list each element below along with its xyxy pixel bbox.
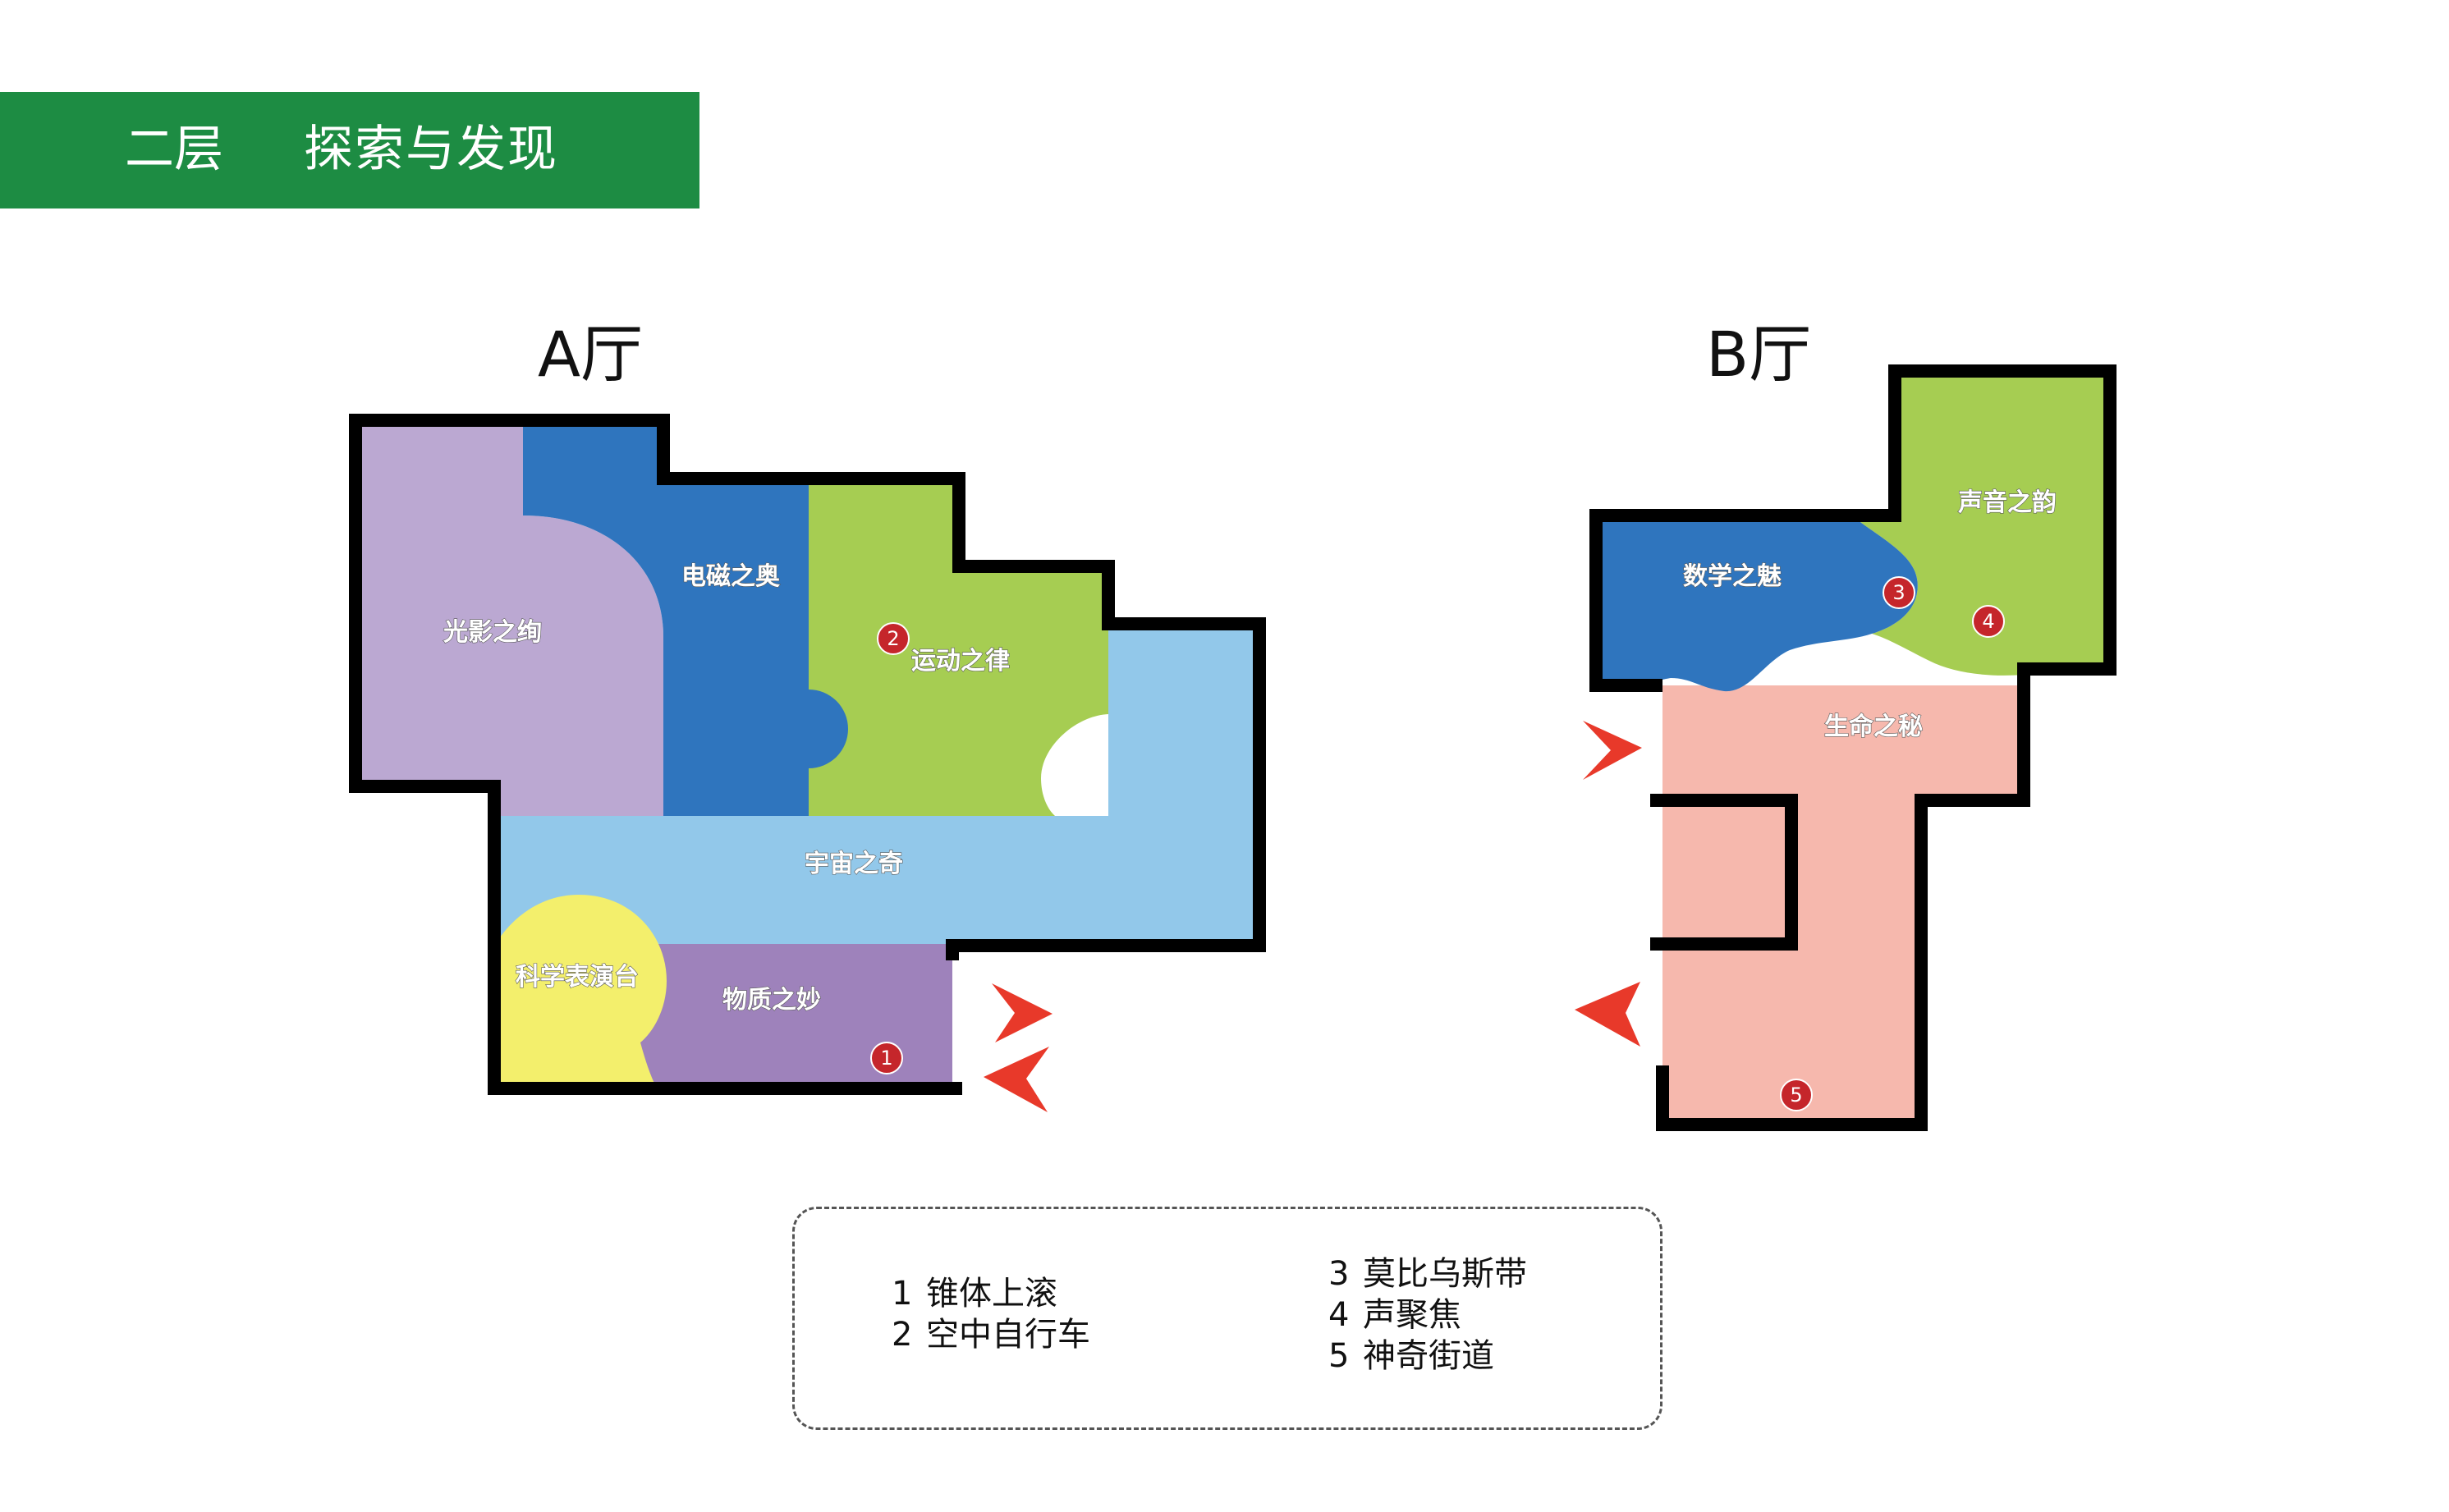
legend-item-4: 4 声聚焦 xyxy=(1328,1294,1527,1336)
legend-item-number: 1 xyxy=(892,1275,913,1313)
hall-b xyxy=(1589,364,2117,1131)
zone-math[interactable] xyxy=(1596,517,1918,692)
label-light-shadow: 光影之绚 xyxy=(443,618,542,647)
legend-box: 1 锥体上滚 2 空中自行车 3 莫比乌斯带 4 声聚焦 5 神奇街道 xyxy=(792,1207,1662,1430)
legend-item-5: 5 神奇街道 xyxy=(1328,1336,1527,1377)
marker-icon xyxy=(1883,576,1915,609)
hall-a-title: A厅 xyxy=(538,318,643,391)
legend-column-left: 1 锥体上滚 2 空中自行车 xyxy=(892,1273,1090,1355)
marker-4[interactable]: 4 xyxy=(1972,605,2005,638)
hall-a xyxy=(349,414,1266,1095)
zone-life[interactable] xyxy=(1662,685,2024,1118)
marker-icon xyxy=(1972,605,2005,638)
label-science-stage: 科学表演台 xyxy=(516,963,639,992)
marker-icon xyxy=(870,1042,903,1074)
legend-item-3: 3 莫比乌斯带 xyxy=(1328,1253,1527,1294)
hall-b-wall xyxy=(1589,364,2117,1131)
floor-label: 二层 xyxy=(125,121,223,178)
entrance-arrow-icon xyxy=(1575,982,1640,1047)
entrance-arrow-icon xyxy=(1583,721,1642,780)
legend-item-text: 空中自行车 xyxy=(926,1316,1090,1354)
zone-sound[interactable] xyxy=(1854,376,2110,676)
label-motion: 运动之律 xyxy=(911,647,1010,676)
marker-1-number: 1 xyxy=(880,1047,892,1070)
floor-theme: 探索与发现 xyxy=(304,121,558,178)
marker-icon xyxy=(1780,1079,1813,1111)
legend-item-number: 4 xyxy=(1328,1296,1350,1334)
legend-item-text: 锥体上滚 xyxy=(926,1275,1057,1313)
label-matter: 物质之妙 xyxy=(722,986,821,1015)
marker-3[interactable]: 3 xyxy=(1883,576,1915,609)
marker-5[interactable]: 5 xyxy=(1780,1079,1813,1111)
marker-1[interactable]: 1 xyxy=(870,1042,903,1074)
label-life: 生命之秘 xyxy=(1824,712,1923,741)
zone-science-stage[interactable] xyxy=(494,895,667,1088)
label-electromagnetism: 电磁之奥 xyxy=(681,562,780,591)
legend-item-number: 2 xyxy=(892,1316,913,1354)
marker-2[interactable]: 2 xyxy=(877,622,910,655)
legend-item-1: 1 锥体上滚 xyxy=(892,1273,1090,1314)
legend-item-text: 声聚焦 xyxy=(1363,1296,1461,1334)
label-math: 数学之魅 xyxy=(1683,562,1782,591)
legend-item-2: 2 空中自行车 xyxy=(892,1314,1090,1355)
section-banner: 二层 探索与发现 xyxy=(0,92,699,208)
hall-a-wall xyxy=(349,414,1266,1095)
hall-b-inner-wall xyxy=(1650,794,1798,951)
marker-icon xyxy=(877,622,910,655)
label-cosmos: 宇宙之奇 xyxy=(805,850,903,878)
zone-light-shadow[interactable] xyxy=(355,420,663,816)
legend-column-right: 3 莫比乌斯带 4 声聚焦 5 神奇街道 xyxy=(1328,1253,1527,1377)
entrance-arrow-icon xyxy=(992,983,1053,1042)
legend-item-number: 5 xyxy=(1328,1337,1350,1375)
label-sound: 声音之韵 xyxy=(1958,488,2057,517)
marker-5-number: 5 xyxy=(1790,1084,1802,1107)
hall-b-title: B厅 xyxy=(1706,318,1811,391)
legend-item-text: 神奇街道 xyxy=(1363,1337,1494,1375)
entrance-arrow-icon xyxy=(984,1047,1049,1112)
marker-4-number: 4 xyxy=(1982,610,1994,633)
marker-3-number: 3 xyxy=(1892,581,1905,604)
legend-item-number: 3 xyxy=(1328,1255,1350,1293)
legend-item-text: 莫比乌斯带 xyxy=(1363,1255,1527,1293)
marker-2-number: 2 xyxy=(887,627,899,650)
zone-electromagnetism[interactable] xyxy=(523,420,848,816)
